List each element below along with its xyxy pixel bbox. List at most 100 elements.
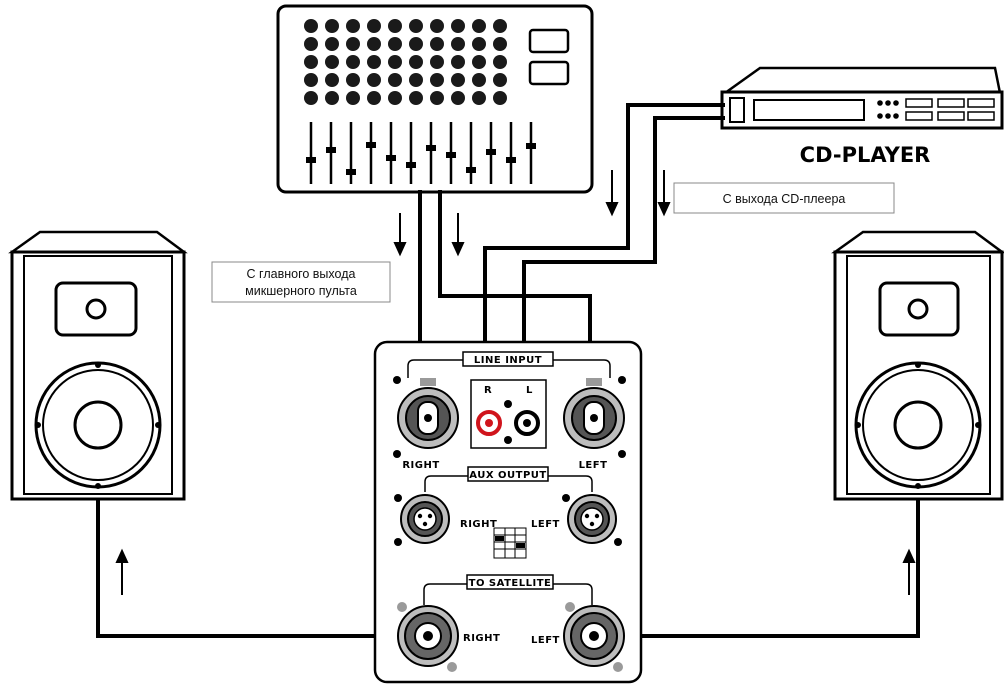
line-input-left-label: LEFT (579, 460, 608, 471)
svg-text:С главного выхода: С главного выхода (247, 267, 356, 281)
mixer-knob-icon (409, 91, 423, 105)
to-satellite-label: TO SATELLITE (469, 578, 552, 589)
mixer-knob-icon (409, 19, 423, 33)
mixer-knob-icon (346, 91, 360, 105)
tweeter-icon (85, 298, 107, 320)
mixer-knob-icon (472, 19, 486, 33)
svg-text:L: L (526, 385, 533, 396)
arrow-down-icon (451, 213, 465, 257)
arrow-up-icon (902, 548, 916, 595)
cd-r-cable (483, 103, 725, 408)
mixer-knob-icon (325, 73, 339, 87)
mixer-knob-icon (430, 73, 444, 87)
signal-arrows (115, 170, 916, 595)
mixer-fader-cap-icon (426, 145, 436, 151)
mixer-fader-bank (306, 122, 536, 184)
mixer-knob-icon (451, 37, 465, 51)
mixer-knob-icon (367, 55, 381, 69)
mixer-fader-cap-icon (406, 162, 416, 168)
mixer-knob-icon (451, 91, 465, 105)
mixer-display-bottom (528, 60, 570, 86)
mixer-knob-icon (430, 19, 444, 33)
mixer-knob-icon (493, 37, 507, 51)
mixer-knob-icon (472, 73, 486, 87)
satellite-left-jack (563, 602, 625, 672)
aux-output-right-label: RIGHT (460, 519, 497, 530)
left-speaker (8, 230, 188, 501)
cd-player: CD-PLAYER (720, 66, 1004, 167)
mixer-fader-cap-icon (446, 152, 456, 158)
arrow-up-icon (115, 548, 129, 595)
mixer-knob-icon (409, 73, 423, 87)
callout-mixer-output: С главного выхода микшерного пульта (211, 261, 391, 303)
mixer-knob-icon (409, 55, 423, 69)
cd-player-label: CD-PLAYER (800, 143, 931, 167)
woofer-icon (73, 400, 123, 450)
tweeter-icon (907, 298, 929, 320)
mixer-fader-cap-icon (506, 157, 516, 163)
cd-player-buttons (877, 98, 995, 121)
satellite-left-label: LEFT (531, 635, 560, 646)
mixer-knob-icon (367, 37, 381, 51)
mixer-fader-cap-icon (306, 157, 316, 163)
callout-cd-output: С выхода CD-плеера (673, 182, 895, 214)
mixer-console (276, 4, 594, 194)
woofer-icon (893, 400, 943, 450)
mixer-knob-icon (451, 19, 465, 33)
mixer-knob-icon (388, 73, 402, 87)
cd-l-cable (522, 116, 725, 408)
mixer-knob-icon (388, 19, 402, 33)
mixer-knob-icon (304, 55, 318, 69)
mixer-knob-icon (346, 73, 360, 87)
mixer-knob-icon (325, 55, 339, 69)
mixer-fader-cap-icon (366, 142, 376, 148)
mixer-knob-icon (304, 19, 318, 33)
mixer-knob-icon (493, 55, 507, 69)
mixer-knob-icon (430, 91, 444, 105)
mixer-knob-icon (367, 91, 381, 105)
mixer-knob-icon (346, 19, 360, 33)
mixer-knob-icon (388, 91, 402, 105)
mixer-knob-icon (388, 37, 402, 51)
mixer-knob-icon (304, 91, 318, 105)
pin-assignment-icon (493, 527, 527, 559)
aux-output-left-jack (567, 494, 617, 544)
right-speaker (831, 230, 1004, 501)
arrow-down-icon (657, 170, 671, 217)
mixer-knob-icon (367, 19, 381, 33)
mixer-knob-icon (325, 91, 339, 105)
mixer-knob-icon (493, 19, 507, 33)
line-input-right-label: RIGHT (402, 460, 439, 471)
mixer-fader-cap-icon (346, 169, 356, 175)
mixer-knob-icon (346, 55, 360, 69)
mixer-knob-icon (472, 91, 486, 105)
mixer-display-top (528, 28, 570, 54)
line-input-left-jack (563, 378, 625, 449)
line-input-right-jack (397, 378, 459, 449)
svg-text:С выхода CD-плеера: С выхода CD-плеера (723, 192, 846, 206)
mixer-fader-cap-icon (386, 155, 396, 161)
satellite-left-cable (605, 499, 920, 638)
mixer-knob-icon (430, 37, 444, 51)
aux-output-label: AUX OUTPUT (469, 470, 546, 481)
mixer-knob-icon (325, 19, 339, 33)
mixer-fader-cap-icon (326, 147, 336, 153)
amplifier-rear-panel: LINE INPUT RIGHT LEFT R L (373, 340, 643, 684)
mixer-knob-icon (325, 37, 339, 51)
aux-output-right-jack (400, 494, 450, 544)
satellite-right-cable (96, 499, 428, 638)
mixer-knob-icon (346, 37, 360, 51)
satellite-right-jack (397, 602, 459, 672)
mixer-knob-icon (367, 73, 381, 87)
mixer-knob-icon (304, 37, 318, 51)
mixer-knob-grid (304, 19, 507, 105)
svg-text:микшерного пульта: микшерного пульта (245, 284, 357, 298)
mixer-knob-icon (472, 37, 486, 51)
mixer-knob-icon (493, 73, 507, 87)
arrow-down-icon (605, 170, 619, 217)
satellite-right-label: RIGHT (463, 633, 500, 644)
mixer-knob-icon (388, 55, 402, 69)
mixer-fader-cap-icon (466, 167, 476, 173)
aux-output-left-label: LEFT (531, 519, 560, 530)
